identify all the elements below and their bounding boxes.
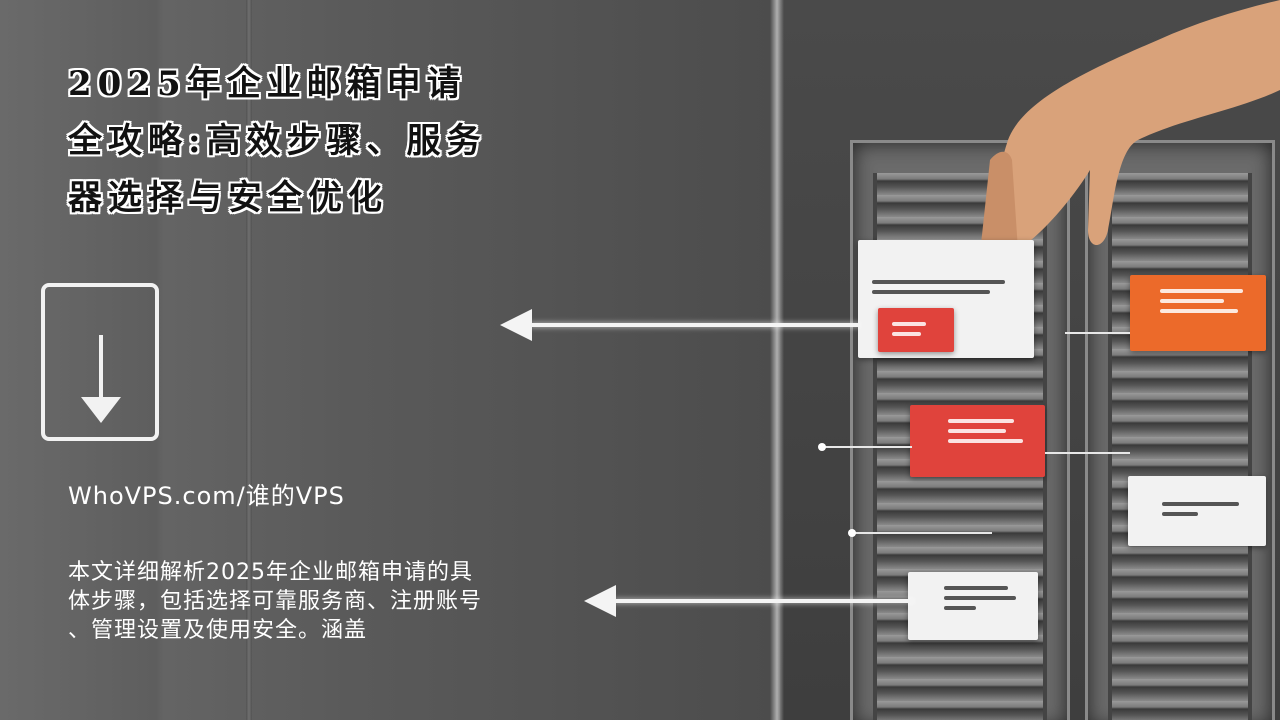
connector-wire <box>1065 332 1130 334</box>
connector-dot <box>818 443 826 451</box>
label-tag <box>878 308 954 352</box>
hand-image <box>981 0 1280 257</box>
site-brand: WhoVPS.com/谁的VPS <box>68 482 345 510</box>
connector-wire <box>852 532 992 534</box>
connector-wire <box>822 446 912 448</box>
title-line: 全攻略:高效步骤、服务 <box>68 121 487 161</box>
server-rack-right <box>1085 140 1275 720</box>
description-line: 、管理设置及使用安全。涵盖 <box>68 618 368 643</box>
rack-slots <box>1108 173 1252 720</box>
panel-seam <box>246 0 252 720</box>
page-title: 2025年企业邮箱申请 全攻略:高效步骤、服务 器选择与安全优化 <box>68 56 568 227</box>
label-tag <box>1130 275 1266 351</box>
description-line: 本文详细解析2025年企业邮箱申请的具 <box>68 560 473 585</box>
download-arrow-icon <box>41 283 159 441</box>
pointer-arrow <box>584 585 914 617</box>
description: 本文详细解析2025年企业邮箱申请的具 体步骤，包括选择可靠服务商、注册账号 、… <box>68 558 568 645</box>
download-arrow-head <box>81 397 121 423</box>
download-arrow-shaft <box>99 335 103 403</box>
label-tag <box>1128 476 1266 546</box>
connector-dot <box>848 529 856 537</box>
light-edge <box>770 0 784 720</box>
connector-wire <box>1045 452 1130 454</box>
description-line: 体步骤，包括选择可靠服务商、注册账号 <box>68 589 483 614</box>
pointer-arrow <box>500 309 860 341</box>
label-tag <box>910 405 1045 477</box>
title-line: 器选择与安全优化 <box>68 178 388 218</box>
label-tag <box>908 572 1038 640</box>
title-line: 2025年企业邮箱申请 <box>68 64 467 104</box>
